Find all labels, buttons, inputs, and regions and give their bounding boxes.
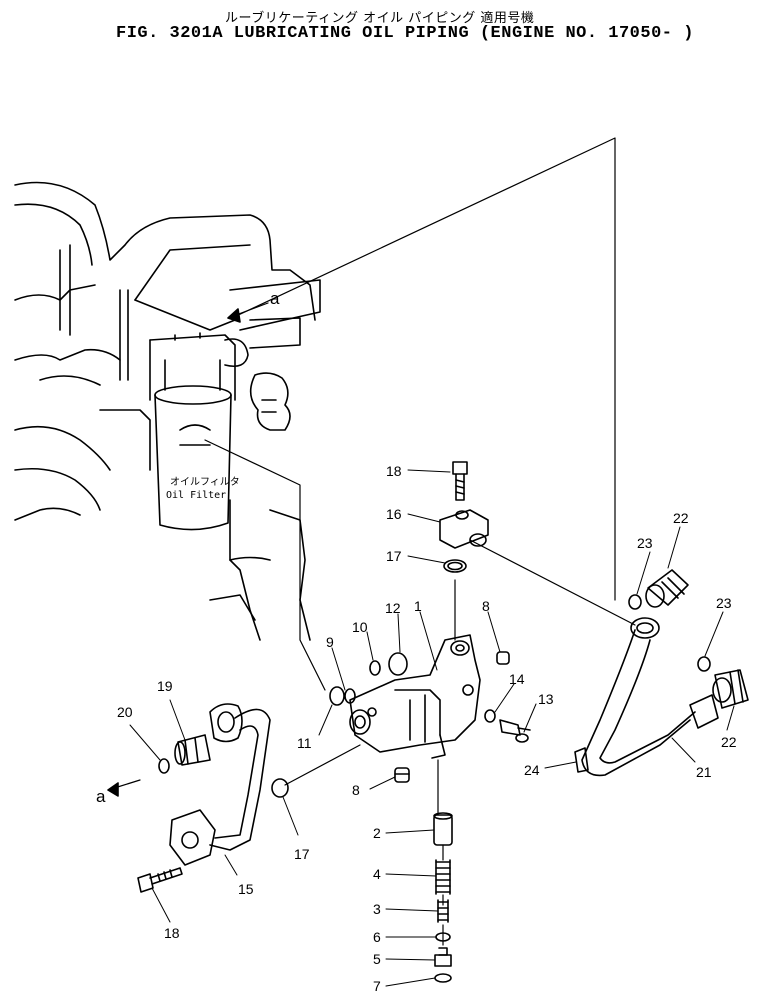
japanese-title: ルーブリケーティング オイル パイピング 適用号機 — [225, 11, 535, 26]
arrow-head-left — [107, 782, 119, 797]
line-filter-to-11 — [204, 439, 326, 691]
callout-15: 15 — [238, 881, 254, 897]
line-to-filter-head — [231, 137, 616, 601]
o-ring-12 — [388, 652, 408, 676]
callout-8-upper: 8 — [482, 598, 490, 614]
callout-1: 1 — [414, 598, 422, 614]
callout-6: 6 — [373, 929, 381, 945]
callout-8-lower: 8 — [352, 782, 360, 798]
fitting-19 — [174, 734, 211, 766]
callout-20: 20 — [117, 704, 133, 720]
fitting-22-lower — [712, 669, 749, 709]
callout-21: 21 — [696, 764, 712, 780]
o-ring-11 — [329, 686, 345, 706]
valve-body-1 — [349, 634, 481, 759]
fitting-22-upper — [645, 569, 689, 608]
callout-17-left: 17 — [294, 846, 310, 862]
callout-10: 10 — [352, 619, 368, 635]
callout-a-top: a — [270, 289, 280, 308]
clamp-24 — [574, 747, 589, 773]
callout-23-lower: 23 — [716, 595, 732, 611]
callout-3: 3 — [373, 901, 381, 917]
snap-ring-7 — [434, 973, 452, 983]
line-16-to-21 — [469, 539, 636, 626]
engine-block — [14, 181, 321, 641]
callout-12: 12 — [385, 600, 401, 616]
bolt-18-top — [452, 461, 468, 501]
callout-18-lower: 18 — [164, 925, 180, 941]
callout-16: 16 — [386, 506, 402, 522]
callout-19: 19 — [157, 678, 173, 694]
callout-2: 2 — [373, 825, 381, 841]
callout-4: 4 — [373, 866, 381, 882]
o-ring-17-left — [271, 778, 289, 798]
callout-14: 14 — [509, 671, 525, 687]
o-ring-23-lower — [697, 656, 711, 672]
callout-23-upper: 23 — [637, 535, 653, 551]
o-ring-9 — [344, 688, 356, 704]
callout-18-top: 18 — [386, 463, 402, 479]
o-ring-23-upper — [628, 594, 642, 610]
plug-8-upper — [496, 651, 510, 665]
callout-a-left: a — [96, 787, 106, 806]
leader-lines — [107, 137, 636, 946]
arrow-head-top — [227, 308, 241, 323]
figure-title: FIG. 3201A LUBRICATING OIL PIPING (ENGIN… — [116, 24, 694, 43]
callout-22-upper: 22 — [673, 510, 689, 526]
line-17-to-1-left — [284, 744, 361, 786]
callout-24: 24 — [524, 762, 540, 778]
washer-14 — [484, 709, 496, 723]
o-ring-10 — [369, 660, 381, 676]
callout-7: 7 — [373, 978, 381, 994]
callout-22-lower: 22 — [721, 734, 737, 750]
bolt-13 — [499, 719, 531, 743]
joint-16 — [439, 509, 489, 549]
callout-13: 13 — [538, 691, 554, 707]
spring-4 — [435, 859, 451, 895]
filter-jp-label: オイルフィルタ — [170, 476, 240, 488]
callout-11: 11 — [297, 735, 312, 751]
callout-5: 5 — [373, 951, 381, 967]
o-ring-20 — [158, 758, 170, 774]
o-ring-17-top — [443, 559, 467, 573]
pipe-21 — [574, 617, 719, 777]
oil-filter: オイルフィルタ Oil Filter — [149, 332, 240, 531]
plug-8-lower — [394, 767, 410, 783]
sleeve-2 — [433, 812, 453, 846]
bolt-18-lower — [137, 867, 183, 893]
callout-leaders — [129, 469, 735, 987]
callout-9: 9 — [326, 634, 334, 650]
filter-en-label: Oil Filter — [166, 490, 226, 501]
callout-labels: a a 18 16 17 12 1 8 10 9 14 13 11 8 2 4 … — [96, 289, 737, 994]
callout-17-top: 17 — [386, 548, 402, 564]
plug-5 — [434, 947, 452, 967]
pipe-15 — [169, 703, 271, 866]
